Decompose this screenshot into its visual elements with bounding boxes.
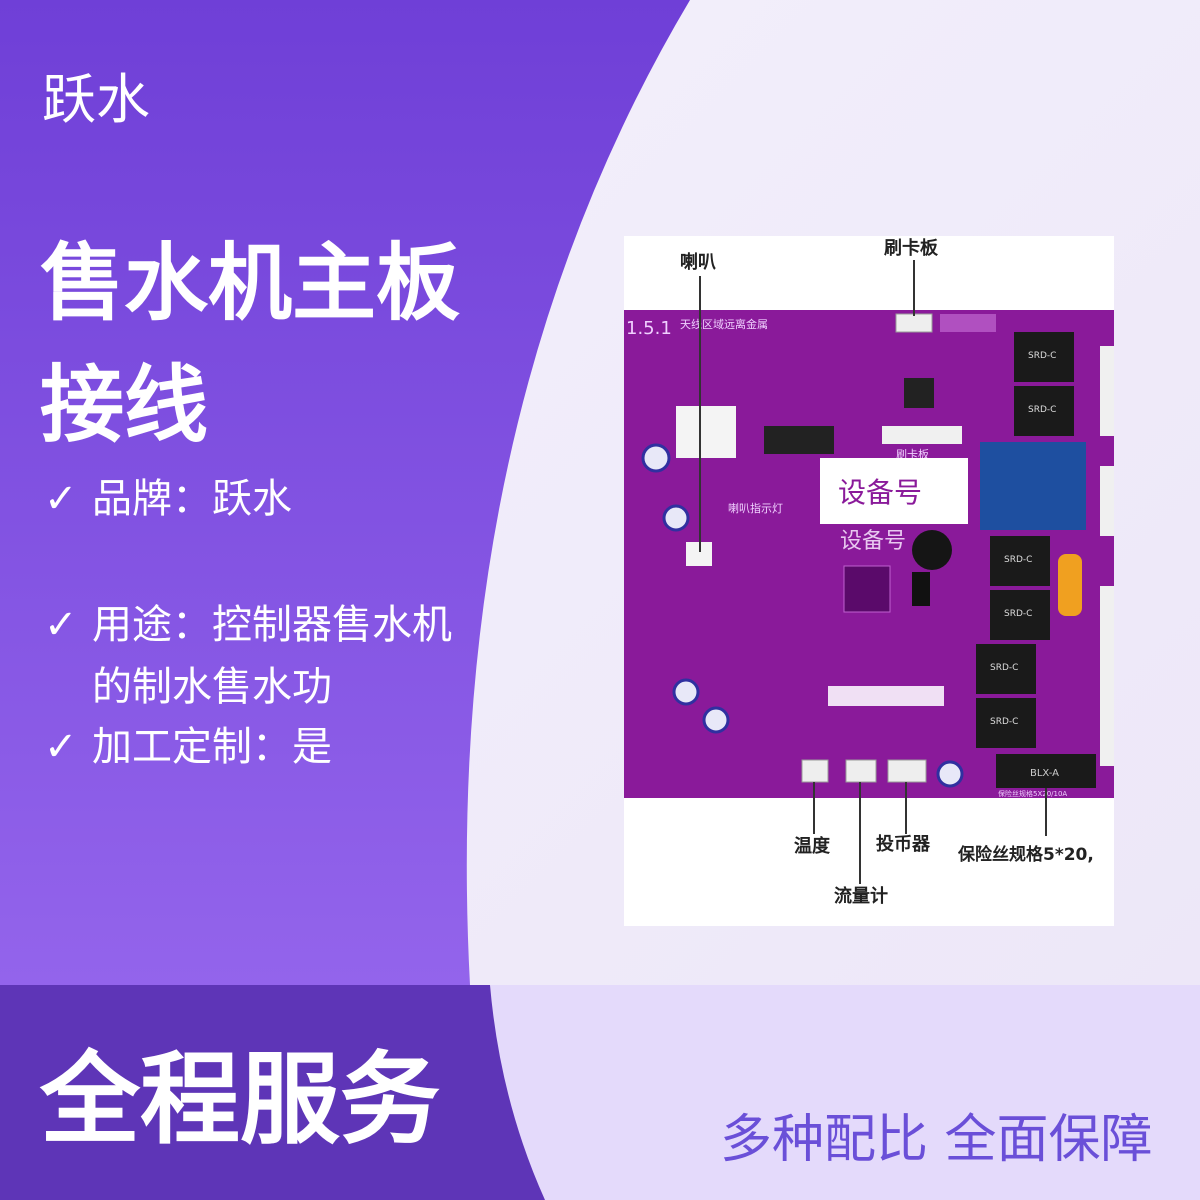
edge-connector [1100, 586, 1114, 766]
feature-custom: ✓ 加工定制：是 [44, 716, 464, 778]
label-speaker: 喇叭 [680, 252, 716, 273]
fuse-holder-label: BLX-A [1030, 768, 1059, 779]
relay-label: SRD-C [990, 717, 1018, 727]
page-title: 售水机主板接线 [40, 234, 461, 454]
fuse-note: 保险丝规格5X20/10A [998, 789, 1067, 798]
coin-connector [887, 759, 927, 783]
capacitor [936, 760, 964, 788]
buzzer [912, 530, 952, 570]
board-silk-mid: 喇叭指示灯 [728, 501, 783, 515]
relay-label: SRD-C [1004, 609, 1032, 619]
relay [976, 644, 1036, 694]
card-connector [895, 313, 933, 333]
relay-label: SRD-C [1004, 555, 1032, 565]
card-board-connector [882, 426, 962, 444]
fuse [1058, 554, 1082, 616]
label-temperature: 温度 [794, 835, 831, 857]
relay [990, 590, 1050, 640]
board-silk-top: 天线区域远离金属 [680, 317, 768, 331]
capacitor [702, 706, 730, 734]
capacitor [641, 443, 671, 473]
chip [843, 565, 891, 613]
feature-usage: ✓ 用途：控制器售水机的制水售水功 [44, 594, 464, 718]
relay [990, 536, 1050, 586]
device-number-silk: 设备号 [840, 529, 906, 554]
label-flowmeter: 流量计 [834, 885, 888, 907]
feature-text: 用途：控制器售水机的制水售水功 [92, 602, 452, 710]
chip [764, 426, 834, 454]
relay-label: SRD-C [990, 663, 1018, 673]
brand-name: 跃水 [42, 68, 150, 131]
silk-box [828, 686, 944, 706]
feature-text: 品牌：跃水 [92, 476, 292, 522]
card-connector-label-bg [940, 314, 996, 332]
edge-connector [1100, 346, 1114, 436]
edge-connector [1100, 466, 1114, 536]
check-icon: ✓ [44, 476, 78, 522]
fuse-holder [996, 754, 1096, 788]
board-version: 1.5.1 [626, 318, 672, 339]
capacitor [662, 504, 690, 532]
relay-label: SRD-C [1028, 351, 1056, 361]
feature-brand: ✓ 品牌：跃水 [44, 468, 464, 530]
relay [1014, 332, 1074, 382]
chip [904, 378, 934, 408]
check-icon: ✓ [44, 724, 78, 770]
guarantee-slogan: 多种配比 全面保障 [720, 1110, 1153, 1170]
check-icon: ✓ [44, 602, 78, 648]
relay [1014, 386, 1074, 436]
label-coin: 投币器 [876, 833, 931, 855]
relay-label: SRD-C [1028, 405, 1056, 415]
label-card-board: 刷卡板 [884, 237, 939, 259]
device-label [820, 458, 968, 524]
feature-text: 加工定制：是 [92, 724, 332, 770]
flowmeter-connector [845, 759, 877, 783]
capacitor [672, 678, 700, 706]
speaker-block [676, 406, 736, 458]
board-silk-card: 刷卡板 [896, 447, 929, 461]
product-photo: 1.5.1 天线区域远离金属 刷卡板 设备号 设备号 喇叭指示灯 SRD-C [624, 236, 1114, 926]
temperature-connector [801, 759, 829, 783]
service-slogan: 全程服务 [40, 1041, 440, 1158]
device-number: 设备号 [838, 476, 922, 509]
relay [976, 698, 1036, 748]
chip [912, 572, 930, 606]
wifi-module [980, 442, 1086, 530]
label-fuse: 保险丝规格5*20, [957, 844, 1094, 865]
